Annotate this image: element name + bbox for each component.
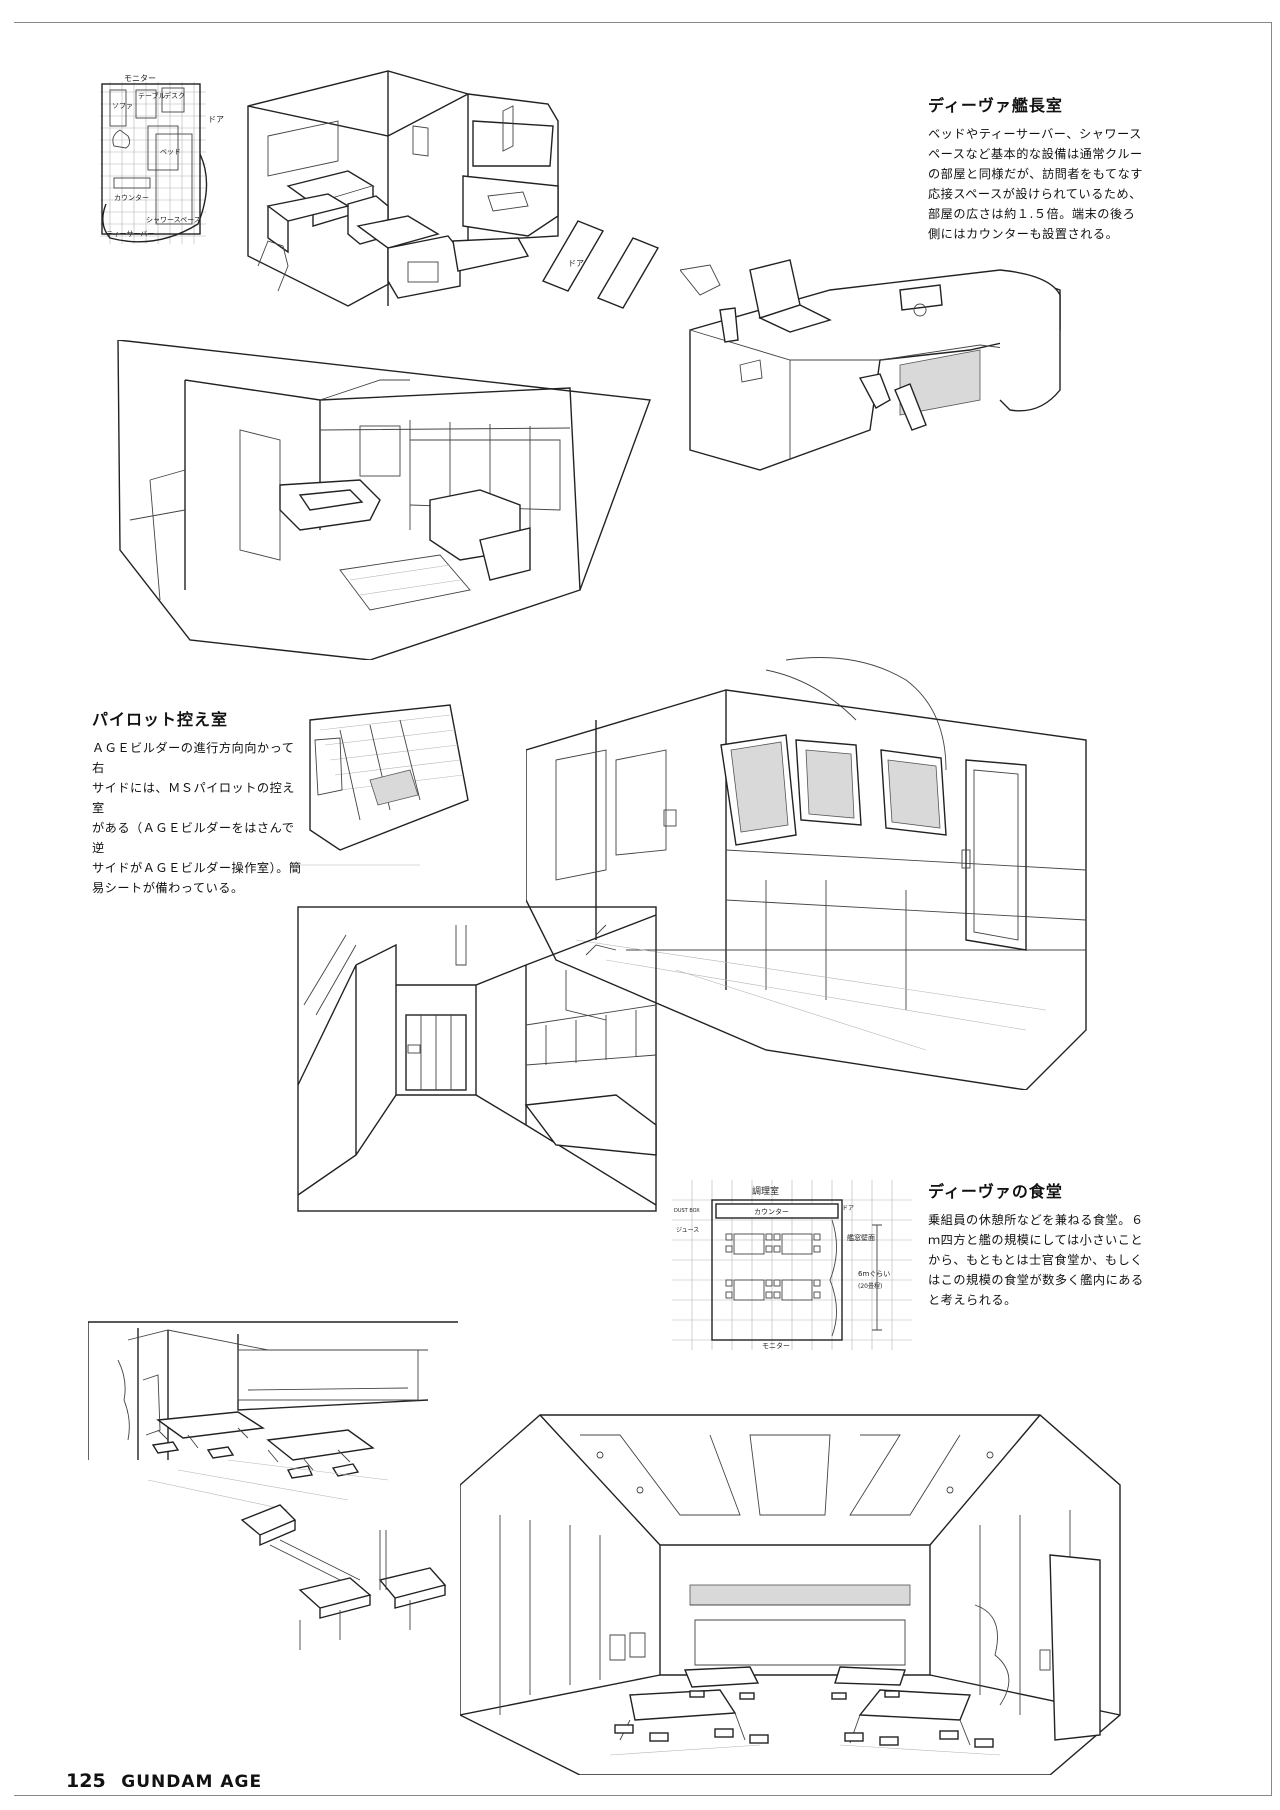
captain-room-heading: ディーヴァ艦長室 — [928, 96, 1063, 115]
pilot-room-perspective-sketch — [526, 650, 1126, 1090]
plan-label-sofa: ソファ — [112, 102, 133, 110]
plan-label-tea-server: ティーサーバー — [106, 230, 154, 238]
plan-label-monitor: モニター — [124, 74, 156, 83]
mess-plan-label-counter: カウンター — [754, 1207, 789, 1216]
captain-room-perspective-sketch — [110, 340, 670, 660]
pilot-room-caption: パイロット控え室 ＡＧＥビルダーの進行方向向かって右 サイドには、ＭＳパイロット… — [92, 706, 307, 898]
pilot-room-heading: パイロット控え室 — [92, 710, 229, 729]
captain-room-caption: ディーヴァ艦長室 ベッドやティーサーバー、シャワース ペースなど基本的な設備は通… — [928, 92, 1178, 244]
mess-plan-label-kitchen: 調理室 — [752, 1185, 779, 1197]
iso-label-door: ドア — [568, 259, 584, 268]
mess-plan-label-size-sub: (20畳程) — [858, 1282, 882, 1290]
mess-hall-side-perspective-sketch — [88, 1320, 458, 1510]
page-number: 125 — [66, 1770, 106, 1792]
mess-hall-main-perspective-sketch — [460, 1395, 1130, 1775]
captain-room-desk-terminal-sketch — [680, 250, 1140, 480]
captain-room-floor-plan: モニター ソファ テーブル デスク ドア ベッド カウンター シャワースペース … — [96, 74, 236, 274]
mess-plan-label-side: 艦窓壁面 — [847, 1233, 875, 1242]
mess-hall-heading: ディーヴァの食堂 — [928, 1182, 1063, 1201]
mess-plan-label-size: 6mぐらい — [858, 1270, 890, 1278]
mess-hall-floor-plan: 調理室 カウンター DUST BOX ジュース ドア 艦窓壁面 6mぐらい (2… — [672, 1180, 912, 1350]
mess-hall-text: 乗組員の休憩所などを兼ねる食堂。６ ｍ四方と艦の規模にしては小さいこと から、も… — [928, 1213, 1144, 1307]
captain-room-isometric-sketch: ドア — [238, 66, 738, 366]
plan-label-shower: シャワースペース — [146, 216, 201, 224]
mess-plan-label-door: ドア — [842, 1205, 854, 1212]
mess-plan-label-juice: ジュース — [676, 1227, 699, 1234]
mess-plan-label-monitor: モニター — [762, 1341, 790, 1350]
plan-label-counter: カウンター — [114, 193, 149, 202]
mess-plan-label-dust-box: DUST BOX — [674, 1208, 700, 1214]
plan-label-bed: ベッド — [160, 148, 181, 156]
plan-label-table: テーブル — [138, 91, 166, 100]
mess-hall-caption: ディーヴァの食堂 乗組員の休憩所などを兼ねる食堂。６ ｍ四方と艦の規模にしては小… — [928, 1178, 1188, 1310]
pilot-room-end-view-sketch — [296, 905, 660, 1215]
page-frame — [14, 22, 1272, 1796]
book-title: GUNDAM AGE — [121, 1772, 263, 1792]
page-folio: 125 GUNDAM AGE — [66, 1770, 262, 1792]
captain-room-text: ベッドやティーサーバー、シャワース ペースなど基本的な設備は通常クルー の部屋と… — [928, 127, 1143, 241]
plan-label-desk: デスク — [164, 91, 185, 100]
pilot-room-floor-plan — [300, 700, 476, 880]
pilot-room-text: ＡＧＥビルダーの進行方向向かって右 サイドには、ＭＳパイロットの控え室 がある（… — [92, 741, 302, 895]
mess-hall-seat-detail-sketch — [240, 1500, 470, 1670]
plan-label-door: ドア — [208, 115, 224, 124]
